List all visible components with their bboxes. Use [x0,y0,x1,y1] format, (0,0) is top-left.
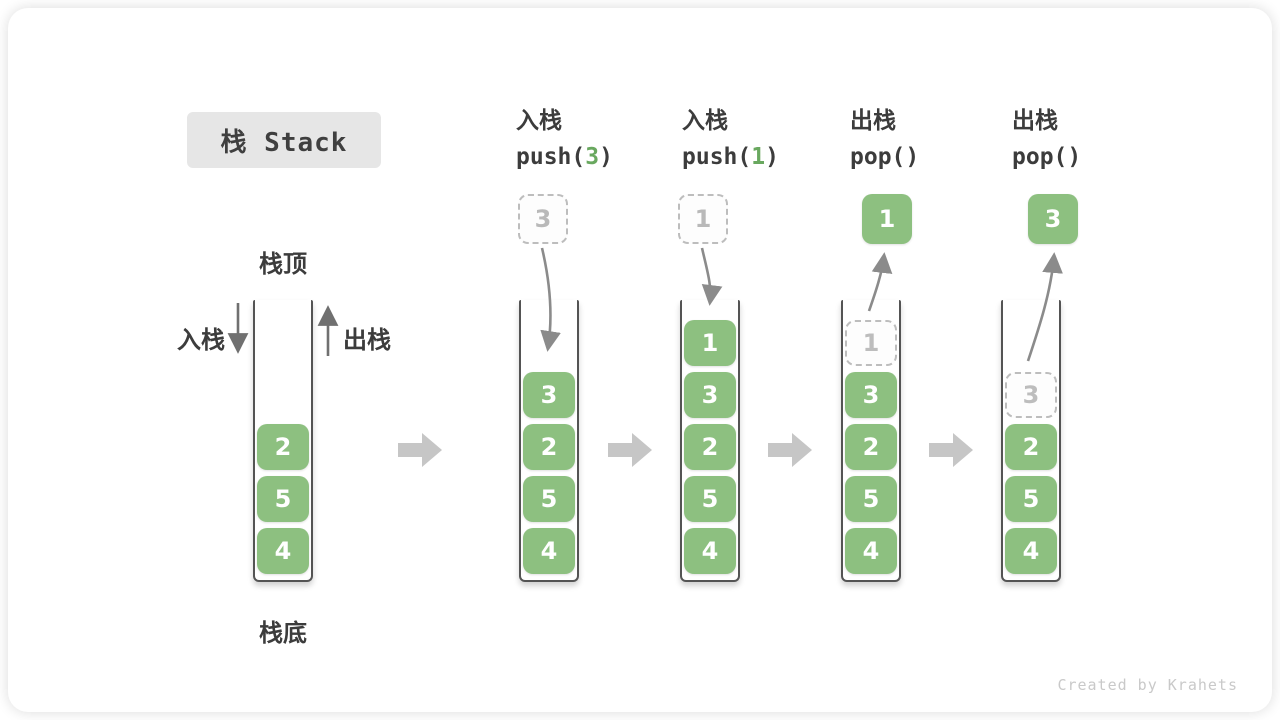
op-code-pre: pop() [1012,144,1082,170]
watermark: Created by Krahets [1057,676,1238,694]
stack-block-5: 5 [845,476,897,522]
stack-block-1: 1 [684,320,736,366]
op-code-arg: 3 [585,144,600,170]
op-code-pre: pop() [850,144,920,170]
stack-tube-pop-3: 3 2 5 4 [1001,300,1061,582]
op-code-post: ) [765,144,779,170]
push-direction-label: 入栈 [177,326,225,354]
op-code: push(1) [682,142,779,172]
stack-block-2: 2 [684,424,736,470]
popped-box-1: 1 [862,194,912,244]
stack-block-4: 4 [523,528,575,574]
stack-block-4: 4 [684,528,736,574]
stack-block-5: 5 [684,476,736,522]
stack-block-2: 2 [845,424,897,470]
op-label: 出栈 [850,108,896,134]
stage-header-push-1: 入栈 push(1) [682,106,779,172]
stack-block-2: 2 [523,424,575,470]
stack-block-5: 5 [257,476,309,522]
stack-block-4: 4 [1005,528,1057,574]
op-code-pre: push( [682,144,752,170]
step-arrow-icon [929,433,973,467]
step-arrow-icon [398,433,442,467]
op-code-pre: push( [516,144,586,170]
stack-block-4: 4 [845,528,897,574]
incoming-box-1: 1 [678,194,728,244]
stack-block-5: 5 [523,476,575,522]
popped-box-3: 3 [1028,194,1078,244]
incoming-box-3: 3 [518,194,568,244]
stack-block-3: 3 [845,372,897,418]
stack-block-3: 3 [1005,372,1057,418]
stack-tube-initial: 2 5 4 [253,300,313,582]
stack-tube-push-3: 3 2 5 4 [519,300,579,582]
stack-block-4: 4 [257,528,309,574]
stack-tube-push-1: 1 3 2 5 4 [680,300,740,582]
stack-block-3: 3 [523,372,575,418]
op-code: pop() [850,142,919,172]
stage-header-pop-1: 出栈 pop() [850,106,919,172]
op-label: 入栈 [516,108,562,134]
step-arrow-icon [608,433,652,467]
stage-header-push-3: 入栈 push(3) [516,106,613,172]
stack-block-1: 1 [845,320,897,366]
stack-tube-pop-1: 1 3 2 5 4 [841,300,901,582]
stage-header-pop-3: 出栈 pop() [1012,106,1081,172]
op-label: 出栈 [1012,108,1058,134]
stack-block-2: 2 [1005,424,1057,470]
stack-block-2: 2 [257,424,309,470]
op-code-arg: 1 [751,144,766,170]
stack-block-5: 5 [1005,476,1057,522]
op-code-post: ) [599,144,613,170]
stack-top-label: 栈顶 [259,250,307,278]
title-badge: 栈 Stack [187,112,381,168]
stack-bottom-label: 栈底 [259,619,307,647]
op-code: push(3) [516,142,613,172]
step-arrow-icon [768,433,812,467]
pop-direction-label: 出栈 [343,326,391,354]
stack-block-3: 3 [684,372,736,418]
op-label: 入栈 [682,108,728,134]
op-code: pop() [1012,142,1081,172]
